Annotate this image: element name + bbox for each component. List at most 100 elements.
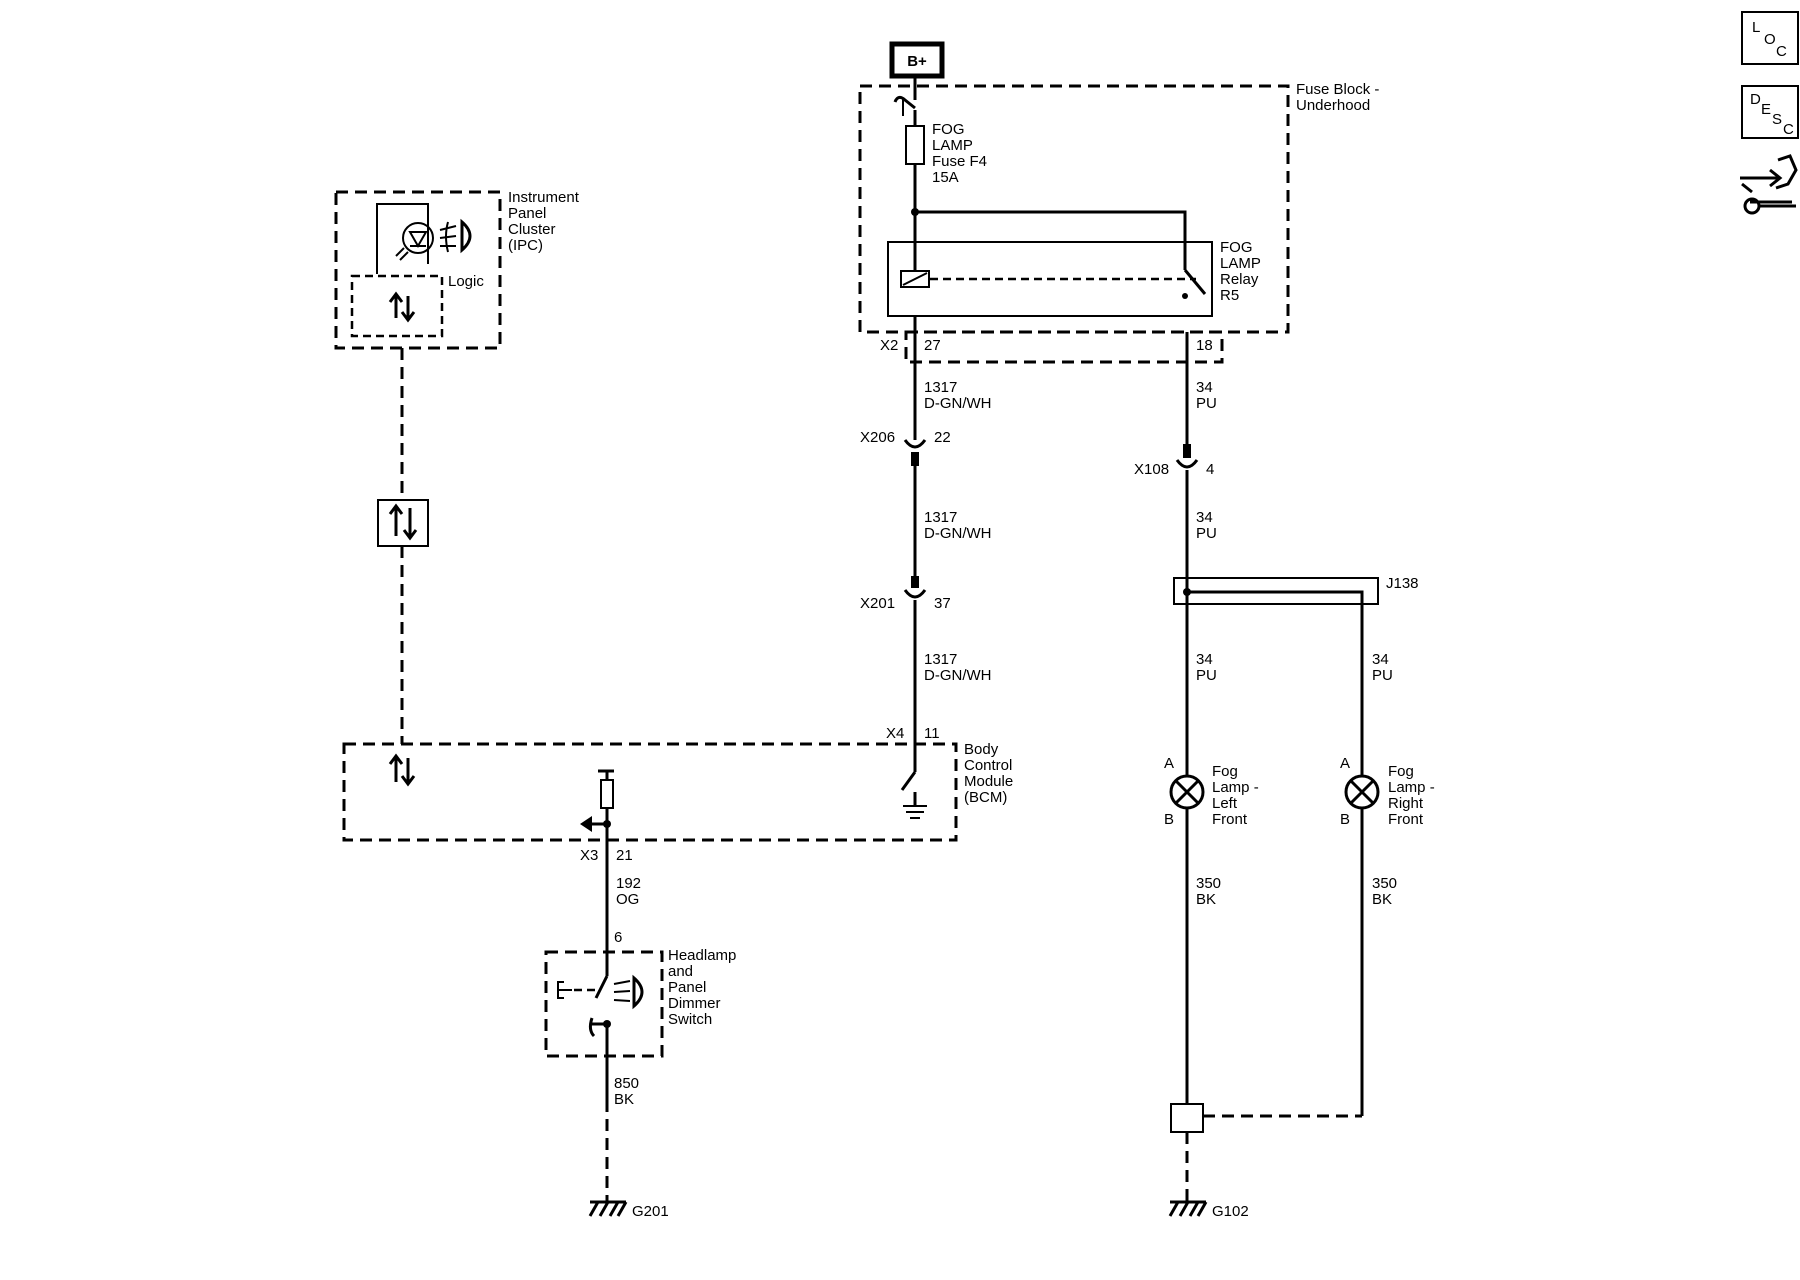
x108-label: X108 [1134, 461, 1169, 478]
x201-pin: 37 [934, 595, 951, 612]
ground-g201-icon [588, 1196, 628, 1217]
fog-left-title-4: Front [1212, 811, 1248, 828]
desc-letter-s: S [1772, 111, 1782, 128]
loc-letter-c: C [1776, 43, 1787, 60]
splice-j138 [1173, 577, 1379, 605]
wire-34-a-number: 34 [1196, 379, 1213, 396]
fog-right-pin-a: A [1340, 755, 1350, 772]
wire-350-right-color: BK [1372, 891, 1392, 908]
fuse-label-2: LAMP [932, 137, 973, 154]
ground-g102-label: G102 [1212, 1203, 1249, 1220]
x108-connector [1175, 459, 1199, 469]
x4-label: X4 [886, 725, 904, 742]
bcm-title-1: Body [964, 741, 999, 758]
wire-34-a-color: PU [1196, 395, 1217, 412]
wire-350-right-number: 350 [1372, 875, 1397, 892]
x3-pin-21: 21 [616, 847, 633, 864]
wire-192-color: OG [616, 891, 639, 908]
fog-left-title-2: Lamp - [1212, 779, 1259, 796]
relay-label-2: LAMP [1220, 255, 1261, 272]
splice-j138-label: J138 [1386, 575, 1419, 592]
bcm-internal-ground-icon [903, 805, 927, 819]
headlamp-panel-dimmer-switch [544, 950, 664, 1058]
instrument-panel-cluster [334, 190, 502, 350]
switch-title-3: Panel [668, 979, 706, 996]
x4-pin-11: 11 [924, 725, 940, 742]
ipc-title-3: Cluster [508, 221, 556, 238]
relay-label-3: Relay [1220, 271, 1259, 288]
splice-j138-bus [1187, 590, 1364, 1116]
wire-1317-c-color: D-GN/WH [924, 667, 992, 684]
fog-lamp-right-front-icon [1344, 774, 1380, 810]
wire-34-d-number: 34 [1372, 651, 1389, 668]
switch-fog-lamp-icon [613, 974, 644, 1010]
wire-34-c-color: PU [1196, 667, 1217, 684]
x2-pin-27: 27 [924, 337, 941, 354]
switch-title-5: Switch [668, 1011, 712, 1028]
ipc-logic-label: Logic [448, 273, 484, 290]
fuse-label-4: 15A [932, 169, 959, 186]
bcm-pullup-resistor [598, 769, 614, 824]
ipc-title-2: Panel [508, 205, 546, 222]
ipc-indicator-frame [376, 203, 429, 274]
switch-title-2: and [668, 963, 693, 980]
fog-lamp-relay [887, 241, 1213, 317]
switch-actuator-icon [557, 981, 572, 999]
wire-1317-a-number: 1317 [924, 379, 957, 396]
ground-g102-icon [1168, 1196, 1208, 1217]
ground-g201-label: G201 [632, 1203, 669, 1220]
loc-letter-l: L [1752, 19, 1760, 36]
fog-left-pin-a: A [1164, 755, 1174, 772]
x206-connector [903, 439, 927, 449]
loc-letter-o: O [1764, 31, 1776, 48]
fuse-block-title-2: Underhood [1296, 97, 1370, 114]
fog-lamp-left-front-icon [1169, 774, 1205, 810]
wire-1317-b-number: 1317 [924, 509, 957, 526]
fog-right-title-1: Fog [1388, 763, 1414, 780]
fuse-block-inline-connector [893, 95, 916, 110]
wire-1317-c-number: 1317 [924, 651, 957, 668]
switch-pin-6: 6 [614, 929, 622, 946]
switch-contact [594, 975, 609, 999]
relay-label-4: R5 [1220, 287, 1239, 304]
wire-34-b-number: 34 [1196, 509, 1213, 526]
body-control-module [342, 742, 958, 842]
fog-right-title-3: Right [1388, 795, 1424, 812]
x201-label: X201 [860, 595, 895, 612]
loc-button[interactable]: L O C [1741, 11, 1799, 65]
desc-letter-c: C [1783, 121, 1794, 138]
fog-right-title-4: Front [1388, 811, 1424, 828]
fog-lamp-fuse [905, 125, 925, 165]
bcm-data-arrows-icon [388, 753, 416, 787]
fog-left-title-3: Left [1212, 795, 1238, 812]
desc-letter-e: E [1761, 101, 1771, 118]
wire-1317-a-color: D-GN/WH [924, 395, 992, 412]
ground-junction-block [1170, 1103, 1204, 1133]
fog-left-pin-b: B [1164, 811, 1174, 828]
switch-title-4: Dimmer [668, 995, 721, 1012]
x2-connector [904, 330, 1224, 364]
fog-lamp-symbol-icon [439, 218, 472, 254]
x201-connector [903, 589, 927, 599]
wire-350-left-color: BK [1196, 891, 1216, 908]
fuse-label-3: Fuse F4 [932, 153, 987, 170]
ipc-data-arrows-icon [388, 291, 416, 323]
wire-850-number: 850 [614, 1075, 639, 1092]
connector-tool-icon[interactable] [1740, 154, 1798, 215]
battery-positive-label: B+ [889, 41, 945, 79]
x2-pin-18: 18 [1196, 337, 1213, 354]
x206-pin: 22 [934, 429, 951, 446]
x2-label: X2 [880, 337, 898, 354]
desc-button[interactable]: D E S C [1741, 85, 1799, 139]
fog-left-title-1: Fog [1212, 763, 1238, 780]
ipc-title-4: (IPC) [508, 237, 543, 254]
bcm-title-3: Module [964, 773, 1013, 790]
fog-right-pin-b: B [1340, 811, 1350, 828]
wire-34-c-number: 34 [1196, 651, 1213, 668]
ipc-title-1: Instrument [508, 189, 580, 206]
wire-850-color: BK [614, 1091, 634, 1108]
relay-label-1: FOG [1220, 239, 1253, 256]
wire-192-number: 192 [616, 875, 641, 892]
bcm-title-2: Control [964, 757, 1012, 774]
x108-pin: 4 [1206, 461, 1214, 478]
